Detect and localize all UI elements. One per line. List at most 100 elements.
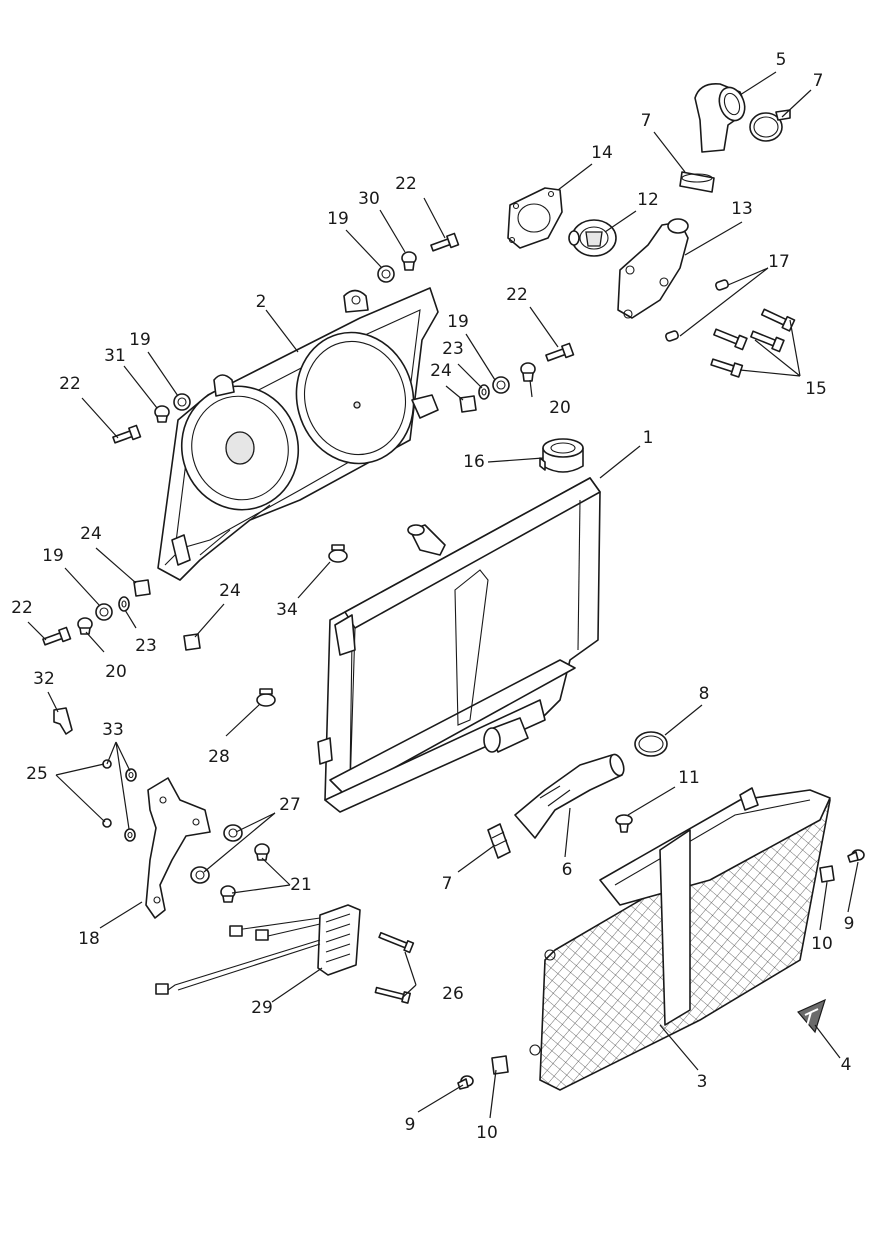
bolt-22-top [430, 232, 460, 252]
callout-27: 27 [279, 795, 301, 815]
callout-26: 26 [442, 984, 464, 1004]
callout-30: 30 [358, 189, 380, 209]
hose-clamp [634, 731, 668, 757]
spacer-20-lower [77, 617, 93, 635]
callout-17: 17 [768, 252, 790, 272]
mounting-bracket-18 [145, 777, 211, 919]
bolt-22-mid [545, 342, 575, 362]
callout-10-right: 10 [811, 934, 833, 954]
callout-23-lower: 23 [135, 636, 157, 656]
spacer-20-mid [520, 362, 536, 382]
screw-26-upper [378, 931, 415, 954]
spacer-21-lower [220, 885, 236, 903]
grommet-19-lower [95, 603, 113, 621]
callout-15: 15 [805, 379, 827, 399]
clip-24-lower [183, 633, 201, 651]
callout-11: 11 [678, 768, 700, 788]
callout-20-mid: 20 [549, 398, 571, 418]
callout-3: 3 [697, 1072, 708, 1092]
dowel-17-upper [715, 279, 729, 291]
callout-20-lower: 20 [105, 662, 127, 682]
callout-7-upper: 7 [813, 71, 824, 91]
callout-10-bottom: 10 [476, 1123, 498, 1143]
spacer-31 [154, 405, 170, 423]
grommet-19-top [377, 265, 395, 283]
callout-31: 31 [104, 346, 126, 366]
bracket-32 [53, 707, 73, 735]
grommet-19-mid [492, 376, 510, 394]
grommet-27-upper [223, 824, 243, 842]
push-rivet-grille [615, 814, 633, 833]
callout-14: 14 [591, 143, 613, 163]
callout-32: 32 [33, 669, 55, 689]
callout-7-lower: 7 [442, 874, 453, 894]
callout-19-lower: 19 [42, 546, 64, 566]
fan-shroud [157, 287, 439, 581]
washer-33-lower [124, 828, 136, 842]
washer-23-mid [478, 384, 490, 400]
fan-resistor-harness [155, 904, 361, 995]
radiator-cap [539, 438, 584, 473]
spacer-21-upper [254, 843, 270, 861]
grommet-19-left [173, 393, 191, 411]
lower-hose [514, 753, 625, 839]
cable-tie-28 [256, 688, 276, 707]
callout-16: 16 [463, 452, 485, 472]
callout-21: 21 [290, 875, 312, 895]
callout-22-left: 22 [59, 374, 81, 394]
callout-labels: 1 2 3 4 5 6 7 7 7 8 9 9 10 10 11 12 13 1… [11, 50, 854, 1143]
hose-clip-middle [679, 171, 715, 193]
radiator [317, 477, 601, 813]
callout-28: 28 [208, 747, 230, 767]
gasket [507, 187, 563, 249]
callout-9-right: 9 [844, 914, 855, 934]
screw-26-lower [374, 986, 411, 1004]
callout-25: 25 [26, 764, 48, 784]
cable-tie-34 [328, 544, 348, 563]
callout-24-left: 24 [80, 524, 102, 544]
callout-34: 34 [276, 600, 298, 620]
bolt-22-lower [42, 626, 72, 646]
bolt-22-left [112, 424, 142, 444]
logo-badge [797, 998, 826, 1034]
thermostat [568, 219, 617, 257]
callout-19-mid: 19 [447, 312, 469, 332]
callout-13: 13 [731, 199, 753, 219]
callout-9-bottom: 9 [405, 1115, 416, 1135]
callout-2: 2 [256, 292, 267, 312]
callout-5: 5 [776, 50, 787, 70]
clip-24-left [133, 579, 151, 597]
clip-nut-10-right [819, 865, 835, 883]
callout-19-left: 19 [129, 330, 151, 350]
washer-33-upper [125, 768, 137, 782]
washer-23-lower [118, 596, 130, 612]
callout-6: 6 [562, 860, 573, 880]
callout-24-lower: 24 [219, 581, 241, 601]
callout-19-top: 19 [327, 209, 349, 229]
spacer-30 [401, 251, 417, 271]
leader-lines [27, 71, 859, 1119]
callout-8: 8 [699, 684, 710, 704]
hose-clip-lower [487, 823, 511, 859]
clip-nut-10-bottom [491, 1055, 509, 1075]
callout-33: 33 [102, 720, 124, 740]
thermostat-housing [617, 218, 689, 319]
callout-22-mid: 22 [506, 285, 528, 305]
callout-12: 12 [637, 190, 659, 210]
nut-25-lower [102, 818, 112, 828]
elbow-hose [694, 82, 746, 153]
callout-29: 29 [251, 998, 273, 1018]
bolts-15 [710, 308, 796, 378]
callout-24-mid: 24 [430, 361, 452, 381]
callout-18: 18 [78, 929, 100, 949]
callout-7-middle: 7 [641, 111, 652, 131]
radiator-grille [529, 787, 831, 1091]
callout-23-mid: 23 [442, 339, 464, 359]
screw-9-right [847, 849, 865, 863]
dowel-17-lower [665, 330, 679, 342]
callout-22-top: 22 [395, 174, 417, 194]
clip-24-mid [459, 395, 477, 413]
callout-1: 1 [643, 428, 654, 448]
